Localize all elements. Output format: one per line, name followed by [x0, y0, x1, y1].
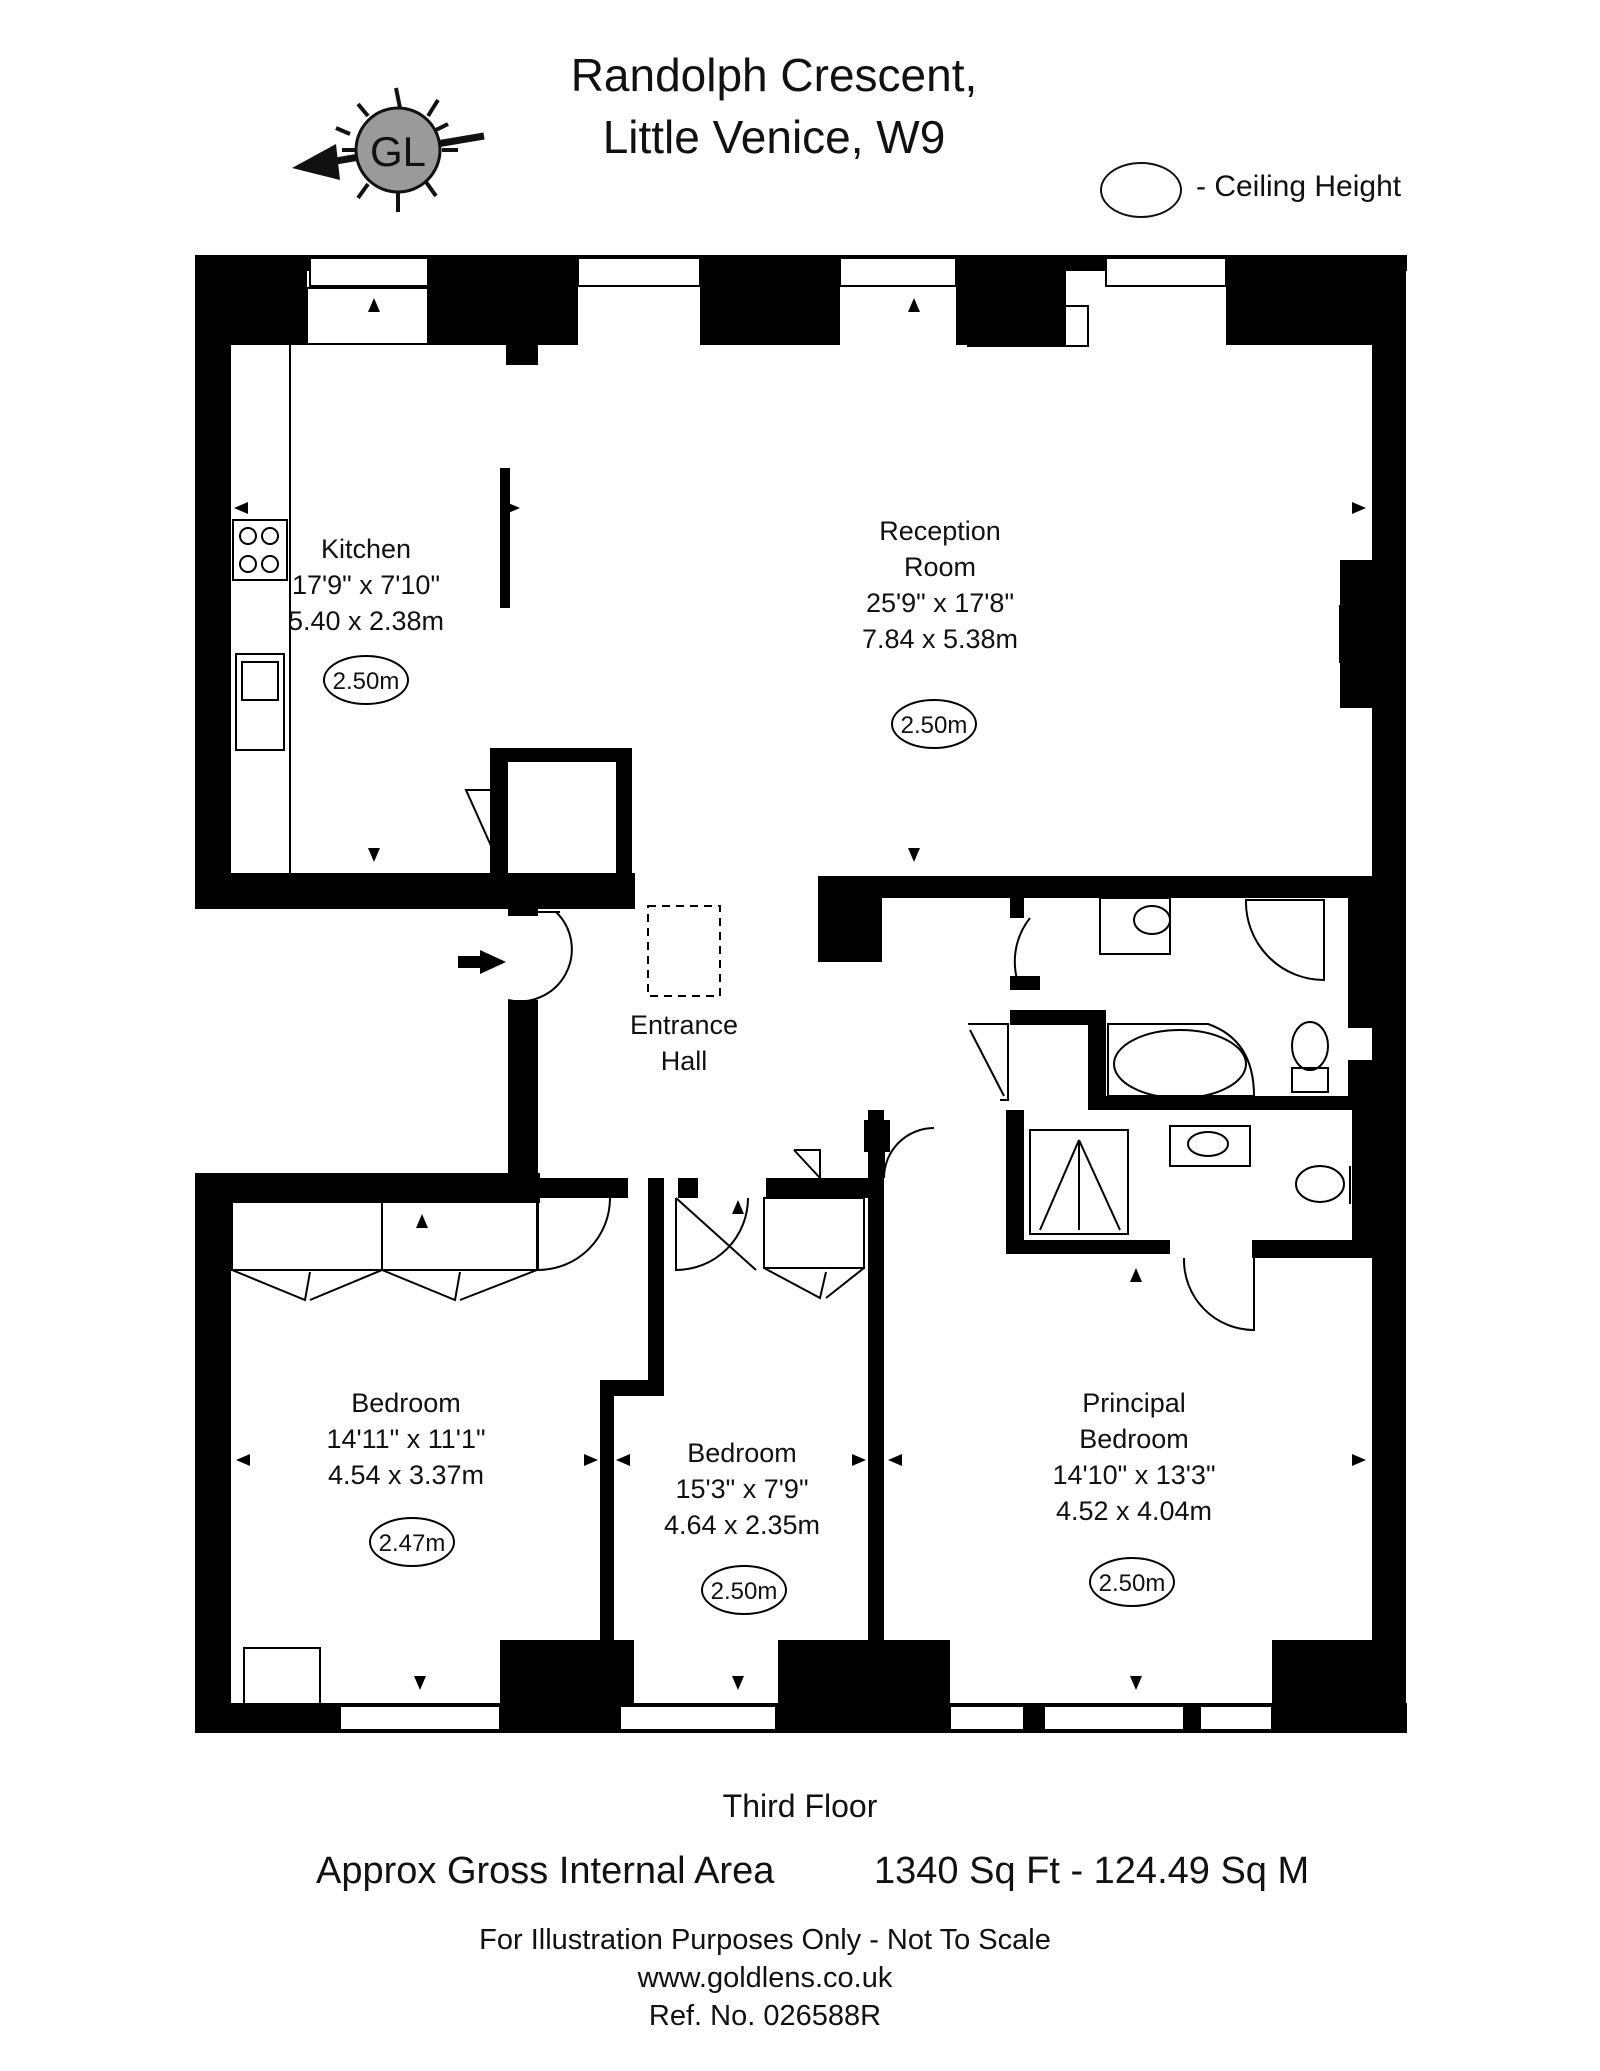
principal-name-line1: Principal: [1082, 1388, 1186, 1418]
basin-icon: [1133, 905, 1171, 935]
kitchen-ceiling: 2.50m: [333, 668, 400, 695]
area-value: 1340 Sq Ft - 124.49 Sq M: [874, 1850, 1310, 1892]
fittings: [231, 287, 1361, 1707]
reception-name-line2: Room: [904, 552, 976, 582]
bedroom-left-metric: 4.54 x 3.37m: [328, 1460, 484, 1490]
compass-logo: GL: [292, 87, 485, 212]
website-link[interactable]: www.goldlens.co.uk: [637, 1962, 893, 1994]
windows: [309, 257, 1273, 1731]
principal-ceiling-oval: [1089, 1557, 1175, 1607]
reception-ceiling-oval: [891, 699, 977, 749]
entry-arrow-icon: [458, 950, 506, 974]
entrance-name-line2: Hall: [661, 1046, 708, 1076]
bedroom-mid-ceiling-oval: [701, 1565, 787, 1615]
ceiling-oval-icon: [1100, 162, 1182, 218]
principal-name-line2: Bedroom: [1079, 1424, 1189, 1454]
bedroom-left-name: Bedroom: [351, 1388, 461, 1418]
bedroom-mid-imperial: 15'3" x 7'9": [675, 1474, 808, 1504]
page-title-line2: Little Venice, W9: [602, 111, 946, 163]
reference-number: Ref. No. 026588R: [648, 2000, 882, 2032]
walls: [195, 255, 1407, 1733]
bedroom-mid-name: Bedroom: [687, 1438, 797, 1468]
logo-circle: [354, 106, 442, 194]
sink-icon: [235, 653, 285, 751]
area-label: Approx Gross Internal Area: [316, 1850, 775, 1892]
hob-icon: [232, 519, 288, 581]
logo-text: GL: [370, 128, 426, 175]
reception-metric: 7.84 x 5.38m: [862, 624, 1018, 654]
shower-tray-icon: [1029, 1129, 1129, 1235]
reception-ceiling: 2.50m: [901, 712, 968, 739]
principal-imperial: 14'10" x 13'3": [1052, 1460, 1215, 1490]
bedroom-left-imperial: 14'11" x 11'1": [326, 1424, 485, 1454]
dimension-markers: [234, 298, 1366, 1690]
floor-name: Third Floor: [722, 1788, 878, 1824]
toilet-icon: [1291, 1021, 1329, 1071]
north-arrow-icon: [292, 144, 340, 180]
corner-shower-icon: [1244, 899, 1325, 982]
reception-imperial: 25'9" x 17'8": [866, 588, 1014, 618]
bath-icon: [1113, 1029, 1247, 1099]
kitchen-ceiling-oval: [323, 655, 409, 705]
reception-name-line1: Reception: [879, 516, 1001, 546]
kitchen-name: Kitchen: [321, 534, 411, 564]
kitchen-metric: 5.40 x 2.38m: [288, 606, 444, 636]
principal-ceiling: 2.50m: [1099, 1570, 1166, 1597]
page-title-line1: Randolph Crescent,: [570, 49, 978, 101]
shower-basin-icon: [1187, 1131, 1229, 1157]
bedroom-mid-ceiling: 2.50m: [711, 1578, 778, 1605]
bedroom-left-ceiling-oval: [369, 1517, 455, 1567]
bedroom-left-ceiling: 2.47m: [379, 1530, 446, 1557]
disclaimer: For Illustration Purposes Only - Not To …: [479, 1924, 1051, 1956]
principal-metric: 4.52 x 4.04m: [1056, 1496, 1212, 1526]
kitchen-imperial: 17'9" x 7'10": [292, 570, 440, 600]
bedroom-mid-metric: 4.64 x 2.35m: [664, 1510, 820, 1540]
entrance-name-line1: Entrance: [630, 1010, 738, 1040]
shower-toilet-icon: [1295, 1165, 1345, 1203]
ceiling-legend-label: - Ceiling Height: [1196, 170, 1402, 203]
